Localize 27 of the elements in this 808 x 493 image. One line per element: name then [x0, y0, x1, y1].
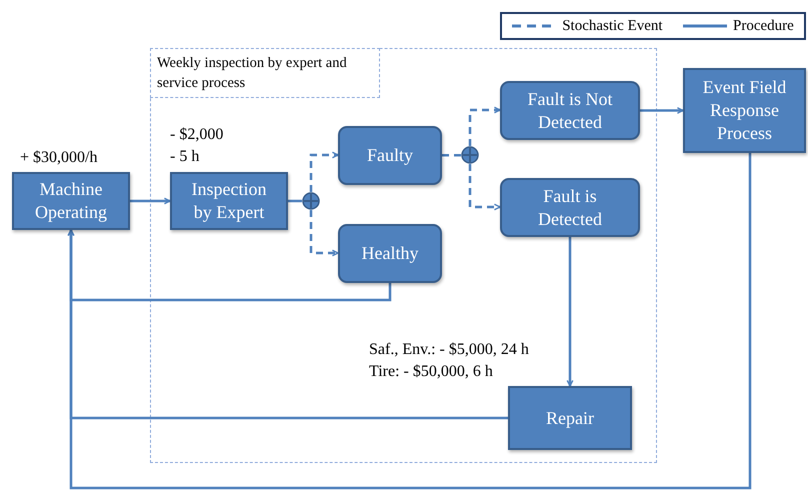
gateway-circle	[461, 146, 479, 164]
annotation-text: - 5 h	[170, 147, 200, 167]
gateway-circle	[302, 192, 320, 210]
annotation-text: + $30,000/h	[20, 148, 98, 168]
region-title: Weekly inspection by expert and service process	[150, 48, 380, 98]
connector-arrow	[310, 210, 339, 256]
process-box: Event Field Response Process	[683, 68, 806, 153]
process-box: Healthy	[338, 224, 442, 283]
connector-arrow	[468, 106, 501, 146]
dashed-region	[150, 48, 657, 463]
connector-arrow	[130, 198, 171, 204]
process-box: Fault is Detected	[500, 178, 640, 237]
connector-arrow	[640, 107, 684, 114]
connector-arrow	[310, 152, 339, 192]
connector-arrow	[68, 153, 752, 490]
process-box: Machine Operating	[12, 172, 130, 230]
legend-label: Stochastic Event	[562, 18, 663, 34]
connector-arrow	[566, 237, 574, 387]
process-box: Fault is Not Detected	[500, 81, 640, 140]
connector-arrow	[468, 164, 501, 210]
annotation-text: Saf., Env.: - $5,000, 24 h	[369, 340, 529, 360]
legend-label: Procedure	[732, 18, 794, 34]
annotation-text: Tire: - $50,000, 6 h	[369, 362, 494, 382]
annotation-text: - $2,000	[170, 125, 224, 145]
process-box: Inspection by Expert	[170, 172, 288, 230]
process-box: Repair	[508, 386, 632, 450]
process-box: Faulty	[338, 126, 442, 185]
